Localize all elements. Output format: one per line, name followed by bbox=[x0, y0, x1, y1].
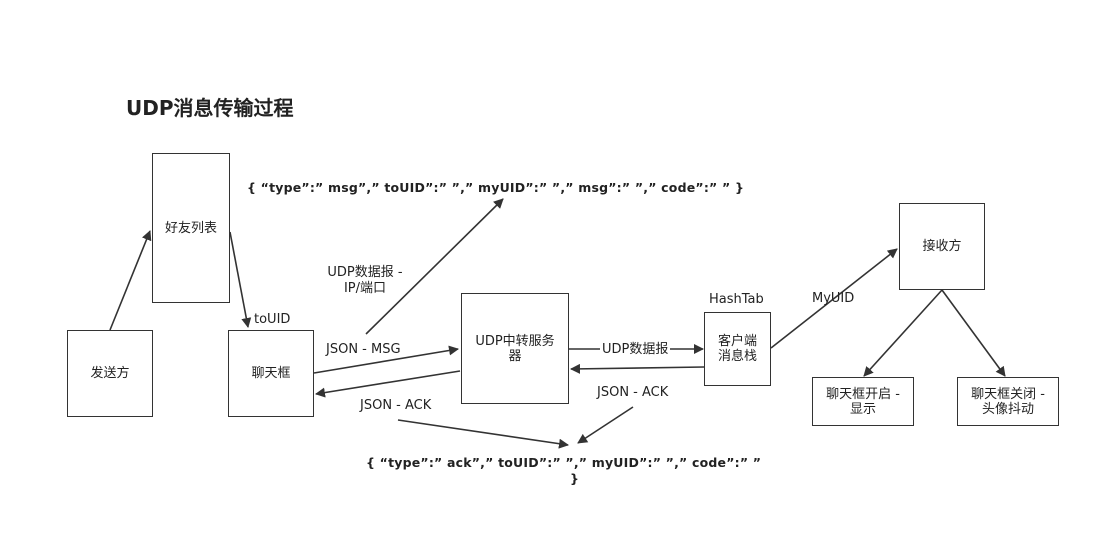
label-udp-packet-ip-line2: IP/端口 bbox=[343, 281, 387, 296]
arrow-server-to-chat-box bbox=[315, 370, 461, 398]
node-friend-list: 好友列表 bbox=[152, 153, 230, 303]
arrow-receiver-to-chat-closed bbox=[941, 289, 1006, 377]
json-ack-sample-line2: } bbox=[570, 471, 580, 486]
arrow-client-stack-to-server bbox=[570, 363, 705, 374]
json-msg-sample: { “type”:” msg”,” toUID”:” ”,” myUID”:” … bbox=[247, 180, 745, 195]
label-json-ack-left: JSON - ACK bbox=[360, 398, 432, 413]
label-json-ack-right: JSON - ACK bbox=[597, 385, 669, 400]
node-chat-open: 聊天框开启 - 显示 bbox=[812, 377, 914, 426]
node-udp-server: UDP中转服务器 bbox=[461, 293, 569, 404]
node-sender: 发送方 bbox=[67, 330, 153, 417]
label-udp-packet-ip-line1: UDP数据报 - bbox=[327, 265, 403, 280]
arrow-chat-box-to-server bbox=[313, 345, 459, 374]
label-touid: toUID bbox=[254, 312, 291, 327]
label-udp-packet: UDP数据报 bbox=[602, 342, 669, 357]
arrow-client-stack-to-receiver bbox=[770, 248, 898, 349]
node-receiver: 接收方 bbox=[899, 203, 985, 290]
arrow-sender-to-friend-list bbox=[109, 230, 152, 331]
node-chat-box: 聊天框 bbox=[228, 330, 314, 417]
arrow-to-msg-json bbox=[365, 198, 504, 335]
json-ack-sample-line1: { “type”:” ack”,” toUID”:” ”,” myUID”:” … bbox=[366, 455, 762, 470]
arrow-ack-left-to-ack-json bbox=[397, 419, 569, 449]
page-title: UDP消息传输过程 bbox=[126, 96, 294, 120]
label-myuid: MyUID bbox=[812, 291, 855, 306]
arrow-friend-list-to-chat-box bbox=[229, 231, 252, 328]
label-json-msg: JSON - MSG bbox=[326, 342, 401, 357]
node-client-stack: 客户端消息栈 bbox=[704, 312, 771, 386]
label-hashtab: HashTab bbox=[709, 292, 764, 307]
node-chat-closed: 聊天框关闭 - 头像抖动 bbox=[957, 377, 1059, 426]
arrow-receiver-to-chat-open bbox=[863, 289, 943, 377]
arrow-ack-right-to-ack-json bbox=[577, 406, 634, 444]
